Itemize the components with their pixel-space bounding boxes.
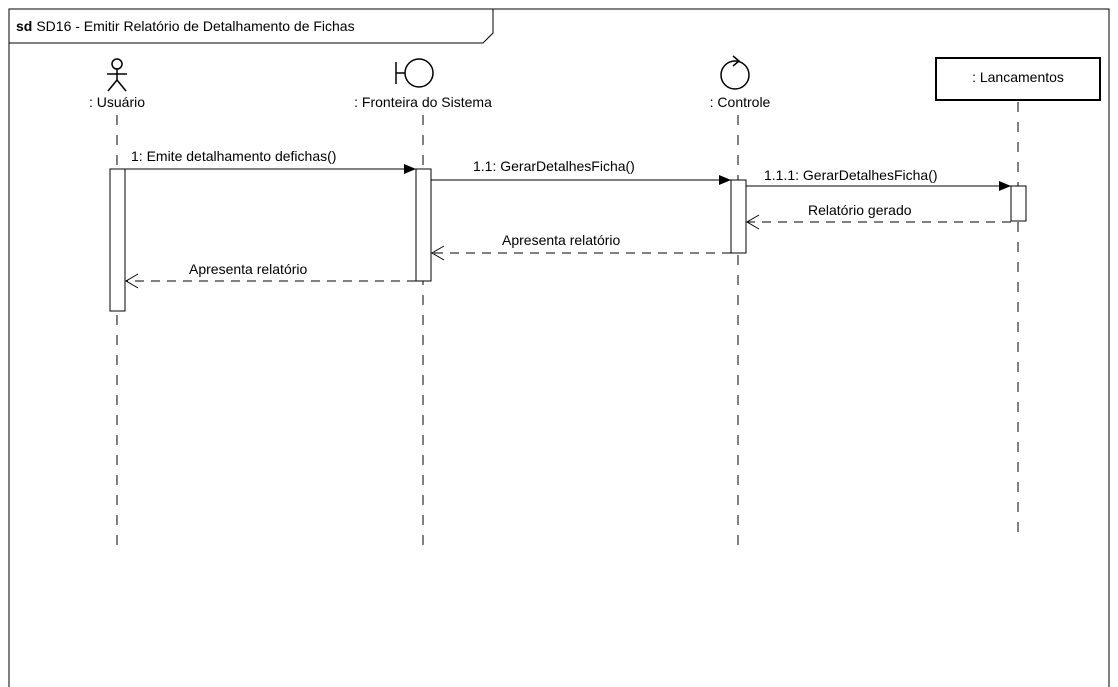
message-1[interactable]: 1: Emite detalhamento defichas() (125, 148, 416, 174)
activation-bar-usuario (109, 168, 126, 312)
lifeline-usuario[interactable]: : Usuário (89, 58, 145, 110)
control-icon (720, 55, 750, 90)
actor-icon (107, 58, 127, 92)
lifeline-usuario-label: : Usuário (89, 94, 145, 110)
object-box (935, 57, 1101, 101)
boundary-icon (395, 58, 434, 88)
message-1-1[interactable]: 1.1: GerarDetalhesFicha() (431, 158, 731, 185)
frame-keyword: sd (16, 18, 32, 34)
return-label: Relatório gerado (808, 202, 912, 218)
message-label: 1: Emite detalhamento defichas() (131, 148, 336, 164)
activation-bar-lancamentos (1010, 185, 1027, 222)
return-label: Apresenta relatório (502, 232, 621, 248)
activation-bar-fronteira (415, 168, 432, 282)
return-apresenta-relatorio-controle[interactable]: Apresenta relatório (431, 232, 731, 261)
return-label: Apresenta relatório (189, 261, 308, 277)
lifeline-lancamentos-label: : Lancamentos (972, 69, 1064, 85)
return-relatorio-gerado[interactable]: Relatório gerado (746, 202, 1011, 230)
return-apresenta-relatorio-fronteira[interactable]: Apresenta relatório (125, 261, 416, 289)
activation-bar-controle (730, 179, 747, 254)
message-label: 1.1: GerarDetalhesFicha() (473, 158, 635, 174)
frame-title-text: SD16 - Emitir Relatório de Detalhamento … (36, 18, 354, 34)
message-label: 1.1.1: GerarDetalhesFicha() (764, 167, 938, 183)
lifeline-fronteira[interactable]: : Fronteira do Sistema (354, 58, 492, 110)
lifeline-fronteira-label: : Fronteira do Sistema (354, 94, 492, 110)
lifeline-lancamentos[interactable]: : Lancamentos (935, 57, 1101, 101)
lifeline-controle-label: : Controle (710, 94, 771, 110)
message-1-1-1[interactable]: 1.1.1: GerarDetalhesFicha() (746, 167, 1011, 191)
lifeline-controle[interactable]: : Controle (710, 55, 771, 110)
